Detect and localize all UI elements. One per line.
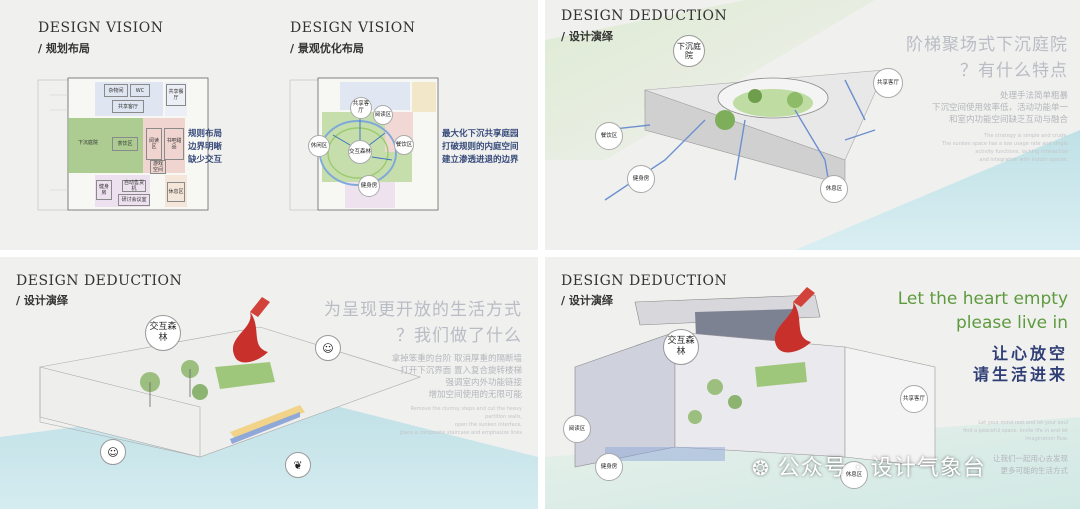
panel-let-heart-empty: DESIGN DEDUCTION / 设计演绎 Let the heart em…: [545, 257, 1080, 509]
panel-open-lifestyle: DESIGN DEDUCTION / 设计演绎 为呈现更开放的生活方式？我们做了…: [0, 257, 538, 509]
panel1-right-title: DESIGN VISION: [290, 20, 416, 36]
p2-bubble-lounge: 休息区: [820, 175, 848, 203]
p3-icon-plant: ❦: [285, 452, 311, 478]
zone-desserts: 书吧甜品: [164, 128, 184, 160]
panel4-tail: 让我们一起用心去发现更多可能的生活方式: [993, 454, 1068, 475]
panel2-headline: 阶梯聚场式下沉庭院？有什么特点: [906, 35, 1068, 81]
panel3-headline: 为呈现更开放的生活方式？我们做了什么: [324, 300, 522, 346]
plant-icon: ❦: [293, 458, 303, 472]
p4-bubble-shared: 共享客厅: [900, 385, 928, 413]
panel-sunken-courtyard: DESIGN DEDUCTION / 设计演绎 阶梯聚场式下沉庭院？有什么特点 …: [545, 0, 1080, 250]
panel1-right-subtitle: / 景观优化布局: [290, 42, 364, 55]
interior-perspective: [545, 287, 1080, 509]
panel4-subtitle: / 设计演绎: [561, 294, 613, 307]
p4-bubble-forest: 交互森林: [663, 329, 699, 365]
p4-bubble-reading: 阅读区: [563, 415, 591, 443]
floor-plans-drawing: [37, 77, 439, 211]
plan-bubble-forest: 交互森林: [348, 140, 372, 164]
panel2-subtitle: / 设计演绎: [561, 30, 613, 43]
p3-bubble-forest: 交互森林: [145, 315, 181, 351]
panel4-blue-slogan: 让心放空请生活进来: [972, 344, 1068, 384]
zone-sunken-garden: 下沉庭院: [77, 140, 98, 146]
left-plan-note: 规则布局边界明晰缺少交互: [188, 129, 223, 165]
zone-lounge: 休息区: [167, 182, 185, 202]
activity-icon: ☺: [107, 445, 119, 459]
people-icon: ☺: [322, 341, 334, 355]
panel3-title: DESIGN DEDUCTION: [16, 273, 183, 289]
panel1-left-title: DESIGN VISION: [38, 20, 164, 36]
watermark: ❂ 公众号 · 设计气象台: [752, 450, 986, 482]
p3-icon-activity: ☺: [100, 439, 126, 465]
right-plan-note: 最大化下沉共享庭园打破规则的内庭空间建立渗透进退的边界: [442, 129, 519, 165]
plan-bubble-gym: 健身房: [358, 175, 380, 197]
panel3-body: 拿掉笨重的台阶 取消厚重的隔断墙打开下沉界面 置入复合旋转楼梯强调室内外功能链接…: [391, 354, 522, 400]
zone-wc: WC: [130, 84, 150, 97]
watermark-text: 公众号 · 设计气象台: [777, 456, 986, 481]
panel4-title: DESIGN DEDUCTION: [561, 273, 728, 289]
zone-vending: 自动售货机: [122, 180, 146, 192]
panel-planning-layout: DESIGN VISION / 规划布局 DESIGN VISION / 景观优…: [0, 0, 538, 250]
zone-storage: 杂物间: [104, 84, 128, 97]
panel3-english: Remove the clumsy steps and cut the heav…: [399, 406, 522, 436]
plan-bubble-shared: 共享客厅: [350, 97, 372, 119]
zone-reading: 阅读区: [146, 128, 162, 160]
plan-bubble-leisure: 休闲区: [308, 135, 330, 157]
panel2-english: The strategy is simple and crude.The sun…: [941, 133, 1068, 163]
zone-tea: 茶饮区: [112, 137, 138, 151]
p2-bubble-sunken: 下沉庭院: [673, 35, 705, 67]
zone-shared-living: 共享客厅: [112, 100, 144, 113]
panel2-title: DESIGN DEDUCTION: [561, 8, 728, 24]
p2-bubble-gym: 健身房: [627, 165, 655, 193]
courtyard-axonometric: [545, 0, 1080, 250]
panel1-left-subtitle: / 规划布局: [38, 42, 90, 55]
plan-bubble-dining: 餐饮区: [394, 135, 414, 155]
p4-bubble-lounge: 休息区: [840, 461, 868, 489]
zone-game: 游戏空间: [150, 160, 166, 174]
zone-discussion: 研讨会议室: [118, 194, 150, 206]
wechat-icon: ❂: [752, 456, 770, 480]
panel3-subtitle: / 设计演绎: [16, 294, 68, 307]
plan-bubble-reading: 阅读区: [373, 105, 393, 125]
zone-gym: 健身房: [96, 180, 112, 200]
p4-bubble-gym: 健身房: [595, 453, 623, 481]
panel2-body: 处理手法简单粗暴下沉空间使用效率低，活动功能单一和室内功能空间缺乏互动与融合: [931, 91, 1068, 125]
p2-bubble-shared: 共享客厅: [873, 68, 903, 98]
p3-icon-people: ☺: [315, 335, 341, 361]
zone-shared-dining: 共享餐厅: [166, 84, 186, 106]
p2-bubble-dining: 餐饮区: [595, 122, 623, 150]
